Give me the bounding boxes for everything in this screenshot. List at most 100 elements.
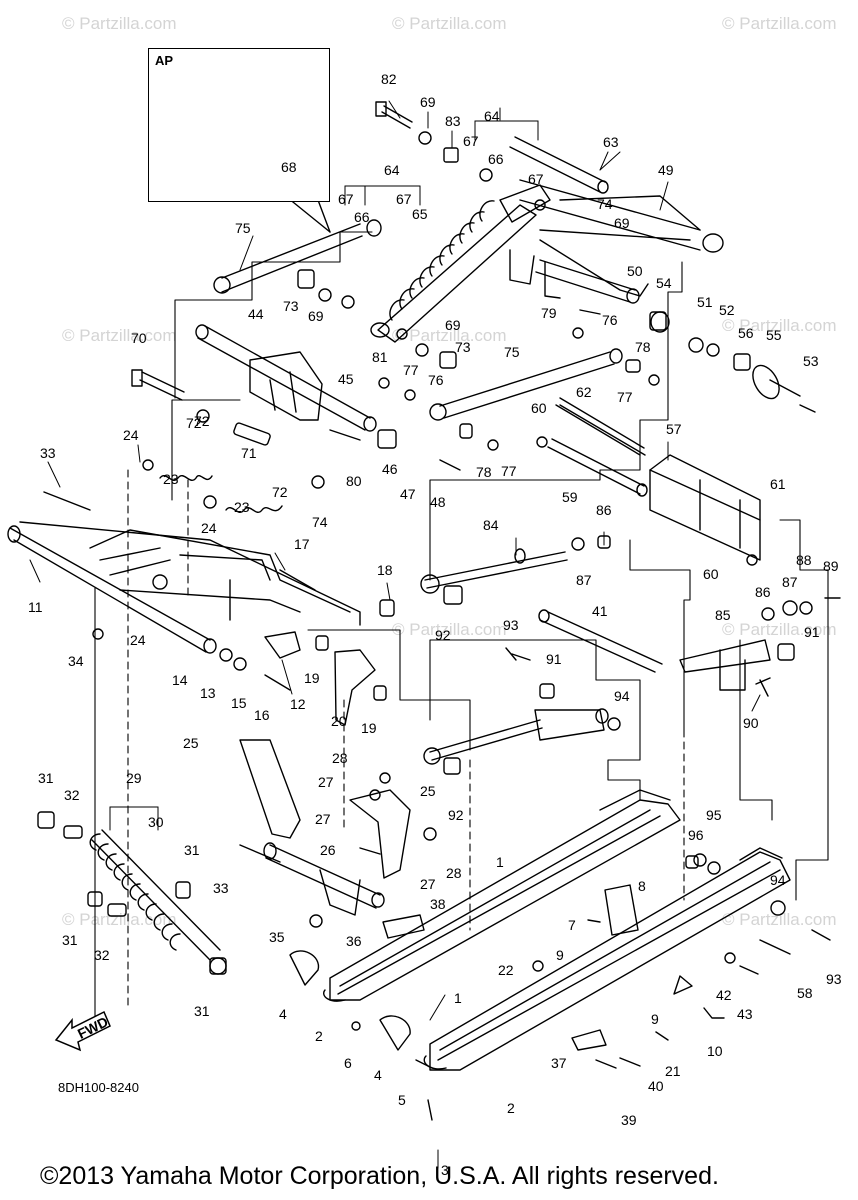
callout-26: 26 (320, 842, 336, 858)
watermark: © Partzilla.com (392, 14, 507, 33)
callout-92: 92 (435, 627, 451, 643)
callout-40: 40 (648, 1078, 664, 1094)
callout-93: 93 (826, 971, 842, 987)
small-bolts (359, 309, 831, 1121)
callout-45: 45 (338, 371, 354, 387)
callout-39: 39 (621, 1112, 637, 1128)
callout-48: 48 (430, 494, 446, 510)
callout-77: 77 (501, 463, 517, 479)
callout-51: 51 (697, 294, 713, 310)
slide-rail-left (323, 789, 681, 1002)
front-shock-spring (89, 829, 227, 975)
front-suspension-frame (7, 521, 361, 654)
callout-71: 71 (241, 445, 257, 461)
callout-69: 69 (614, 215, 630, 231)
shaft-63 (509, 136, 609, 194)
callout-17: 17 (294, 536, 310, 552)
callout-77: 77 (617, 389, 633, 405)
callout-2: 2 (315, 1028, 323, 1044)
callout-38: 38 (430, 896, 446, 912)
callout-72: 72 (272, 484, 288, 500)
inset-tag: AP (155, 53, 174, 68)
leader-lines (29, 100, 761, 1169)
copyright-notice: ©2013 Yamaha Motor Corporation, U.S.A. A… (40, 1162, 719, 1190)
callout-67: 67 (528, 171, 544, 187)
callout-31: 31 (184, 842, 200, 858)
callout-44: 44 (248, 306, 264, 322)
callout-74: 74 (597, 196, 613, 212)
callout-4: 4 (374, 1067, 382, 1083)
callout-86: 86 (596, 502, 612, 518)
callout-70: 70 (131, 330, 147, 346)
callout-20: 20 (331, 713, 347, 729)
callout-19: 19 (361, 720, 377, 736)
watermark: © Partzilla.com (392, 326, 507, 345)
callout-31: 31 (38, 770, 54, 786)
callout-31: 31 (62, 932, 78, 948)
callout-65: 65 (412, 206, 428, 222)
forward-arrow-icon: FWD (54, 1010, 111, 1052)
center-arm (263, 842, 385, 916)
callout-95: 95 (706, 807, 722, 823)
callout-37: 37 (551, 1055, 567, 1071)
front-arm (195, 324, 377, 432)
callout-54: 54 (656, 275, 672, 291)
callout-24: 24 (130, 632, 146, 648)
watermark: © Partzilla.com (62, 326, 177, 345)
callout-4: 4 (279, 1006, 287, 1022)
callout-1: 1 (454, 990, 462, 1006)
callout-94: 94 (614, 688, 630, 704)
callout-79: 79 (541, 305, 557, 321)
callout-50: 50 (627, 263, 643, 279)
watermark: © Partzilla.com (62, 910, 177, 929)
callout-55: 55 (766, 327, 782, 343)
callout-16: 16 (254, 707, 270, 723)
callout-32: 32 (64, 787, 80, 803)
callout-30: 30 (148, 814, 164, 830)
callout-84: 84 (483, 517, 499, 533)
callout-78: 78 (476, 464, 492, 480)
upper-rear-arm (509, 179, 724, 299)
callout-75: 75 (235, 220, 251, 236)
callout-7: 7 (568, 917, 576, 933)
callout-96: 96 (688, 827, 704, 843)
callout-91: 91 (546, 651, 562, 667)
callout-19: 19 (304, 670, 320, 686)
bracket-85 (679, 639, 771, 691)
link-rod-lower (429, 348, 623, 421)
callout-22: 22 (498, 962, 514, 978)
shaft-41 (538, 609, 663, 673)
callout-93: 93 (503, 617, 519, 633)
inset-part-number: 68 (281, 159, 297, 175)
callout-34: 34 (68, 653, 84, 669)
callout-1: 1 (496, 854, 504, 870)
callout-43: 43 (737, 1006, 753, 1022)
callout-94: 94 (770, 872, 786, 888)
callout-81: 81 (372, 349, 388, 365)
callout-86: 86 (755, 584, 771, 600)
callout-63: 63 (603, 134, 619, 150)
callout-47: 47 (400, 486, 416, 502)
callout-5: 5 (398, 1092, 406, 1108)
callout-89: 89 (823, 558, 839, 574)
callout-67: 67 (463, 133, 479, 149)
callout-72: 72 (194, 413, 210, 429)
inset-boot (287, 197, 331, 233)
callout-29: 29 (126, 770, 142, 786)
callout-88: 88 (796, 552, 812, 568)
callout-69: 69 (308, 308, 324, 324)
shaft-84 (420, 548, 568, 594)
callout-15: 15 (231, 695, 247, 711)
callout-82: 82 (381, 71, 397, 87)
fwd-label: FWD (75, 1013, 111, 1041)
callout-46: 46 (382, 461, 398, 477)
callout-64: 64 (384, 162, 400, 178)
callout-27: 27 (318, 774, 334, 790)
callout-64: 64 (484, 108, 500, 124)
callout-67: 67 (396, 191, 412, 207)
callout-66: 66 (354, 209, 370, 225)
callout-6: 6 (344, 1055, 352, 1071)
inset-detail-ap: AP 68 (148, 48, 330, 202)
callout-41: 41 (592, 603, 608, 619)
